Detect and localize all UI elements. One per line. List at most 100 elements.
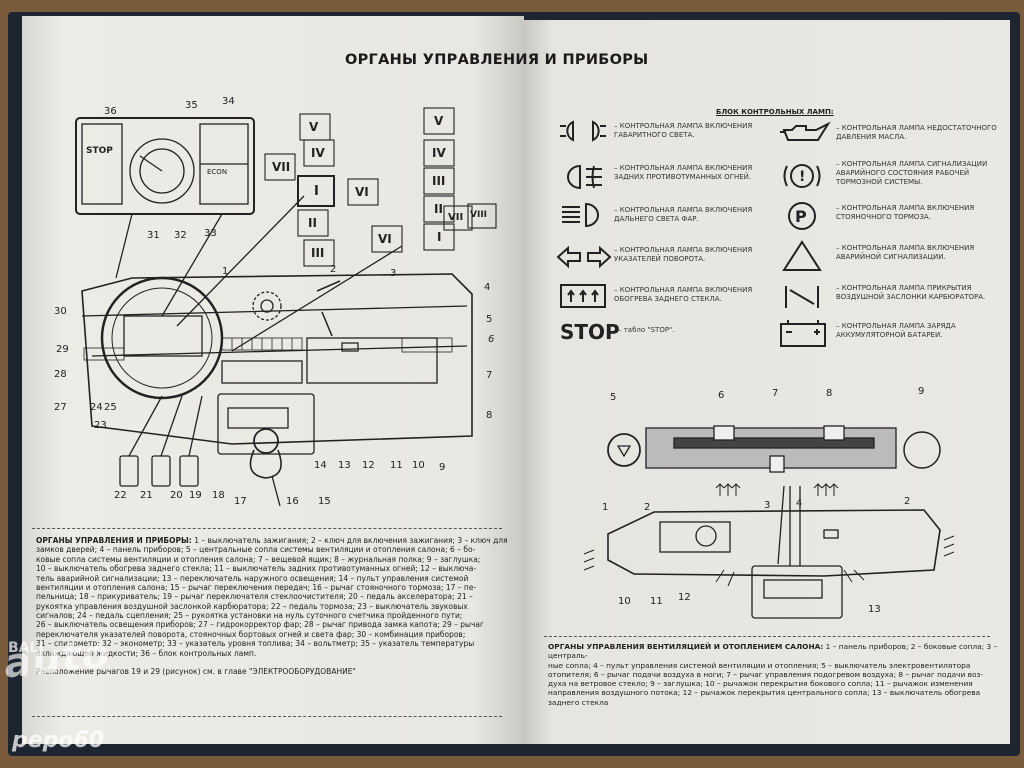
caption-line: рукоятка управления воздушной заслонкой … xyxy=(36,601,468,611)
caption-line: пельница; 18 – прикуриватель; 19 – рычаг… xyxy=(36,592,473,602)
callout: 18 xyxy=(212,490,225,501)
caption-line: 10 – выключатель обогрева заднего стекла… xyxy=(36,564,477,574)
page-title: ОРГАНЫ УПРАВЛЕНИЯ И ПРИБОРЫ xyxy=(345,52,649,68)
cluster-econ-text: ECON xyxy=(207,168,228,176)
callout: 11 xyxy=(650,596,663,607)
callout: 15 xyxy=(318,496,331,507)
callout: 23 xyxy=(94,420,107,431)
gear-label: VIII xyxy=(470,210,488,220)
callout: 13 xyxy=(868,604,881,615)
callout: 20 xyxy=(170,490,183,501)
callout: 8 xyxy=(486,410,493,421)
caption-line: 1 – панель приборов; 2 – боковые сопла; … xyxy=(548,642,998,661)
callout: 36 xyxy=(104,106,117,117)
callout: 3 xyxy=(764,500,771,511)
lamp-text: – контрольная лампа включения стояночног… xyxy=(836,204,975,222)
cluster-stop-text: STOP xyxy=(86,146,113,156)
lamp-text: – контрольная лампа сигнализации аварийн… xyxy=(836,160,988,187)
callout: 34 xyxy=(222,96,235,107)
high-beam-icon xyxy=(562,202,599,228)
callout: 13 xyxy=(338,460,351,471)
callout: 32 xyxy=(174,230,187,241)
lamp-text: – контрольная лампа заряда аккумуляторно… xyxy=(836,322,956,340)
callout: 24 xyxy=(90,402,103,413)
callout: 16 xyxy=(286,496,299,507)
callout: 9 xyxy=(918,386,925,397)
caption-line: направления воздушного потока; 12 – рыча… xyxy=(548,688,981,698)
lamp-text: – контрольная лампа недостаточного давле… xyxy=(836,124,997,142)
callout: 11 xyxy=(390,460,403,471)
choke-icon xyxy=(785,286,819,308)
callout: 4 xyxy=(796,498,803,509)
callout: 31 xyxy=(147,230,160,241)
callout: 3 xyxy=(390,268,397,279)
turn-signal-icon xyxy=(556,245,612,269)
callout: 25 xyxy=(104,402,117,413)
callout: 12 xyxy=(678,592,691,603)
right-page: БЛОК КОНТРОЛЬНЫХ ЛАМП: – контрольная лам… xyxy=(524,20,1010,744)
parking-brake-icon: P xyxy=(788,202,816,230)
callout: 5 xyxy=(486,314,493,325)
callout: 4 xyxy=(484,282,491,293)
callout: 33 xyxy=(204,228,217,239)
caption-divider xyxy=(32,716,502,717)
callout: 27 xyxy=(54,402,67,413)
callout: 5 xyxy=(610,392,617,403)
caption-line: тель аварийной сигнализации; 13 – перекл… xyxy=(36,573,469,583)
stop-icon: STOP xyxy=(560,320,620,344)
battery-icon xyxy=(780,320,826,347)
caption-line: ные сопла; 4 – пульт управления системой… xyxy=(548,660,971,670)
callout: 2 xyxy=(904,496,911,507)
oil-can-icon xyxy=(780,121,831,141)
callout: 7 xyxy=(772,388,779,399)
gear-label: III xyxy=(311,246,325,260)
caption-line: ковые сопла системы вентиляции и отоплен… xyxy=(36,554,481,564)
gear-label: I xyxy=(437,230,442,244)
callout: 1 xyxy=(222,266,229,277)
lamp-text: – контрольная лампа прикрытия воздушной … xyxy=(836,284,986,302)
callout: 9 xyxy=(439,462,446,473)
callout: 6 xyxy=(488,334,495,345)
svg-text:!: ! xyxy=(799,169,805,185)
gear-label: II xyxy=(308,216,317,230)
callout: 7 xyxy=(486,370,493,381)
svg-text:P: P xyxy=(795,207,807,226)
callout: 28 xyxy=(54,369,67,380)
caption-line: заднего стекла xyxy=(548,697,609,707)
gear-label: VII xyxy=(272,160,291,174)
caption-line: охлаждающей жидкости; 36 – блок контроль… xyxy=(36,648,257,658)
lamp-text: – табло "STOP". xyxy=(618,326,675,334)
callout: 35 xyxy=(185,100,198,111)
rear-defrost-icon xyxy=(560,284,606,308)
callout: 29 xyxy=(56,344,69,355)
caption-line: 1 – выключатель зажигания; 2 – ключ для … xyxy=(194,536,508,545)
ventilation-diagram xyxy=(583,425,955,619)
gear-label: V xyxy=(309,120,319,134)
watermark-seller: pepo60 xyxy=(12,728,105,753)
gear-label: VI xyxy=(355,185,369,199)
callout: 14 xyxy=(314,460,327,471)
caption-divider xyxy=(32,528,502,529)
caption-line: духа на ветровое стекло; 9 – заглушка; 1… xyxy=(548,679,973,688)
gear-label: II xyxy=(434,202,443,216)
vent-caption-title: ОРГАНЫ УПРАВЛЕНИЯ ВЕНТИЛЯЦИЕЙ И ОТОПЛЕНИ… xyxy=(548,642,824,651)
callout: 2 xyxy=(644,502,651,513)
callout: 30 xyxy=(54,306,67,317)
gear-label: VII xyxy=(448,212,464,223)
caption-title: ОРГАНЫ УПРАВЛЕНИЯ И ПРИБОРЫ: xyxy=(36,536,192,545)
callout: 10 xyxy=(412,460,425,471)
caption-line: замков дверей; 4 – панель приборов; 5 – … xyxy=(36,545,476,555)
callout: 12 xyxy=(362,460,375,471)
caption-line: отопителя; 6 – рычаг подачи воздуха в но… xyxy=(548,669,984,679)
controls-caption: ОРГАНЫ УПРАВЛЕНИЯ И ПРИБОРЫ: 1 – выключа… xyxy=(36,536,508,677)
callout: 19 xyxy=(189,490,202,501)
gear-label: IV xyxy=(432,146,446,160)
caption-footnote: Расположение рычагов 19 и 29 (рисунок) с… xyxy=(36,667,356,677)
caption-line: переключателя указателей поворота, стоян… xyxy=(36,629,466,639)
caption-line: 31 – спидометр; 32 – эконометр; 33 – ука… xyxy=(36,639,475,649)
gear-label: VI xyxy=(378,232,392,246)
brake-warning-icon: ! xyxy=(783,164,821,188)
lamp-block-title: БЛОК КОНТРОЛЬНЫХ ЛАМП: xyxy=(716,108,834,116)
gear-label: III xyxy=(432,174,446,188)
caption-line: сигналов; 24 – педаль сцепления; 25 – ру… xyxy=(36,611,463,620)
